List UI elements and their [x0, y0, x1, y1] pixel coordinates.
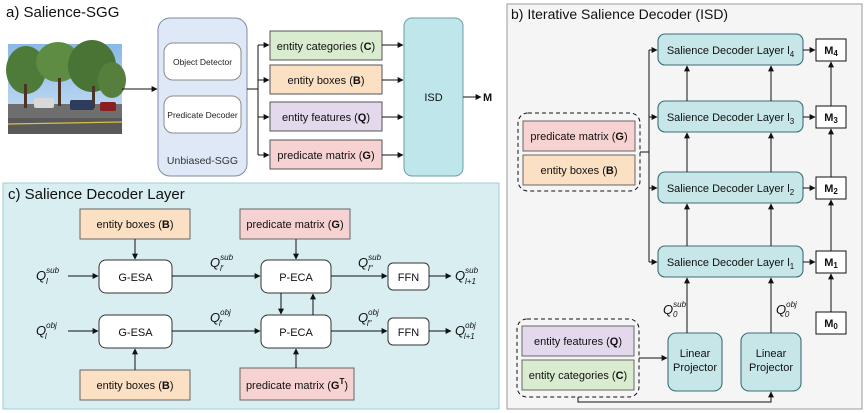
peca-label-obj: P-ECA — [279, 327, 313, 339]
m4-box: M4 — [815, 38, 847, 62]
object-detector-box — [163, 42, 242, 81]
ffn-label-sub: FFN — [398, 272, 419, 284]
ffn-label-obj: FFN — [398, 327, 419, 339]
unbiased-sgg-label: Unbiased-SGG — [167, 155, 238, 167]
entity-group-bottom — [516, 318, 640, 398]
panel-a-title: a) Salience-SGG — [6, 4, 119, 21]
c-entity-boxes-bottom-label: entity boxes (B) — [96, 380, 173, 392]
c-predicate-matrix-top-label: predicate matrix (G) — [246, 219, 343, 231]
entity-categories-box — [269, 30, 383, 61]
svg-text:Salience Decoder Layer l3: Salience Decoder Layer l3 — [667, 112, 795, 126]
ppl-group-top — [517, 112, 641, 192]
svg-text:M3: M3 — [824, 112, 838, 125]
isd-entity-features-label: entity features (Q) — [534, 336, 622, 348]
svg-text:Linear: Linear — [680, 348, 711, 360]
isd-entity-features-box — [521, 325, 635, 357]
m2-box: M2 — [815, 176, 847, 200]
c-entity-boxes-top-label: entity boxes (B) — [96, 219, 173, 231]
c-entity-boxes-top — [79, 208, 191, 240]
c-predicate-matrix-bottom — [239, 367, 355, 401]
linear-projector-sub: Linear Projector — [667, 332, 723, 392]
svg-text:Salience Decoder Layer l4: Salience Decoder Layer l4 — [667, 45, 795, 59]
entity-boxes-label: entity boxes (B) — [287, 75, 364, 87]
gesa-label-sub: G-ESA — [118, 272, 153, 284]
scene-photo — [6, 40, 126, 134]
c-predicate-matrix-bottom-label: predicate matrix (GT) — [246, 377, 348, 392]
svg-text:Salience Decoder Layer l1: Salience Decoder Layer l1 — [667, 257, 795, 271]
isd-entity-categories-box — [521, 359, 635, 391]
panel-b-title: b) Iterative Salience Decoder (ISD) — [511, 6, 728, 22]
svg-text:M0: M0 — [824, 318, 838, 331]
m-output-label: M — [483, 92, 492, 104]
svg-text:Projector: Projector — [749, 362, 793, 374]
peca-label-sub: P-ECA — [279, 272, 313, 284]
c-predicate-matrix-top — [239, 208, 351, 240]
m1-box: M1 — [815, 250, 847, 274]
svg-text:Salience Decoder Layer l2: Salience Decoder Layer l2 — [667, 183, 795, 197]
panel-c-title: c) Salience Decoder Layer — [8, 186, 185, 203]
svg-text:M1: M1 — [824, 257, 838, 270]
entity-features-box — [269, 101, 383, 132]
entity-categories-label: entity categories (C) — [277, 41, 375, 53]
svg-text:Linear: Linear — [756, 348, 787, 360]
isd-entity-categories-label: entity categories (C) — [529, 370, 627, 382]
predicate-matrix-label: predicate matrix (G) — [277, 150, 374, 162]
gesa-label-obj: G-ESA — [118, 327, 153, 339]
m0-box: M0 — [815, 311, 847, 335]
object-detector-label: Object Detector — [173, 57, 232, 67]
isd-label: ISD — [424, 92, 442, 104]
isd-predicate-matrix-box — [522, 120, 636, 152]
predicate-decoder-box — [163, 95, 242, 134]
group-to-projector-obj — [577, 391, 774, 403]
predicate-matrix-box — [269, 139, 383, 170]
decoder-layer-1: Salience Decoder Layer l1 — [657, 245, 804, 278]
isd-entity-boxes-label: entity boxes (B) — [540, 165, 617, 177]
svg-text:Projector: Projector — [673, 362, 717, 374]
decoder-layer-3: Salience Decoder Layer l3 — [657, 100, 804, 133]
svg-text:M4: M4 — [824, 45, 838, 58]
c-entity-boxes-bottom — [79, 369, 191, 401]
svg-text:M2: M2 — [824, 183, 838, 196]
decoder-layer-2: Salience Decoder Layer l2 — [657, 171, 804, 204]
decoder-layer-4: Salience Decoder Layer l4 — [657, 33, 804, 66]
linear-projector-obj: Linear Projector — [740, 332, 802, 392]
isd-entity-boxes-box — [522, 154, 636, 186]
isd-predicate-matrix-label: predicate matrix (G) — [530, 131, 627, 143]
predicate-decoder-label: Predicate Decoder — [167, 110, 238, 120]
m3-box: M3 — [815, 105, 847, 129]
entity-features-label: entity features (Q) — [282, 112, 370, 124]
